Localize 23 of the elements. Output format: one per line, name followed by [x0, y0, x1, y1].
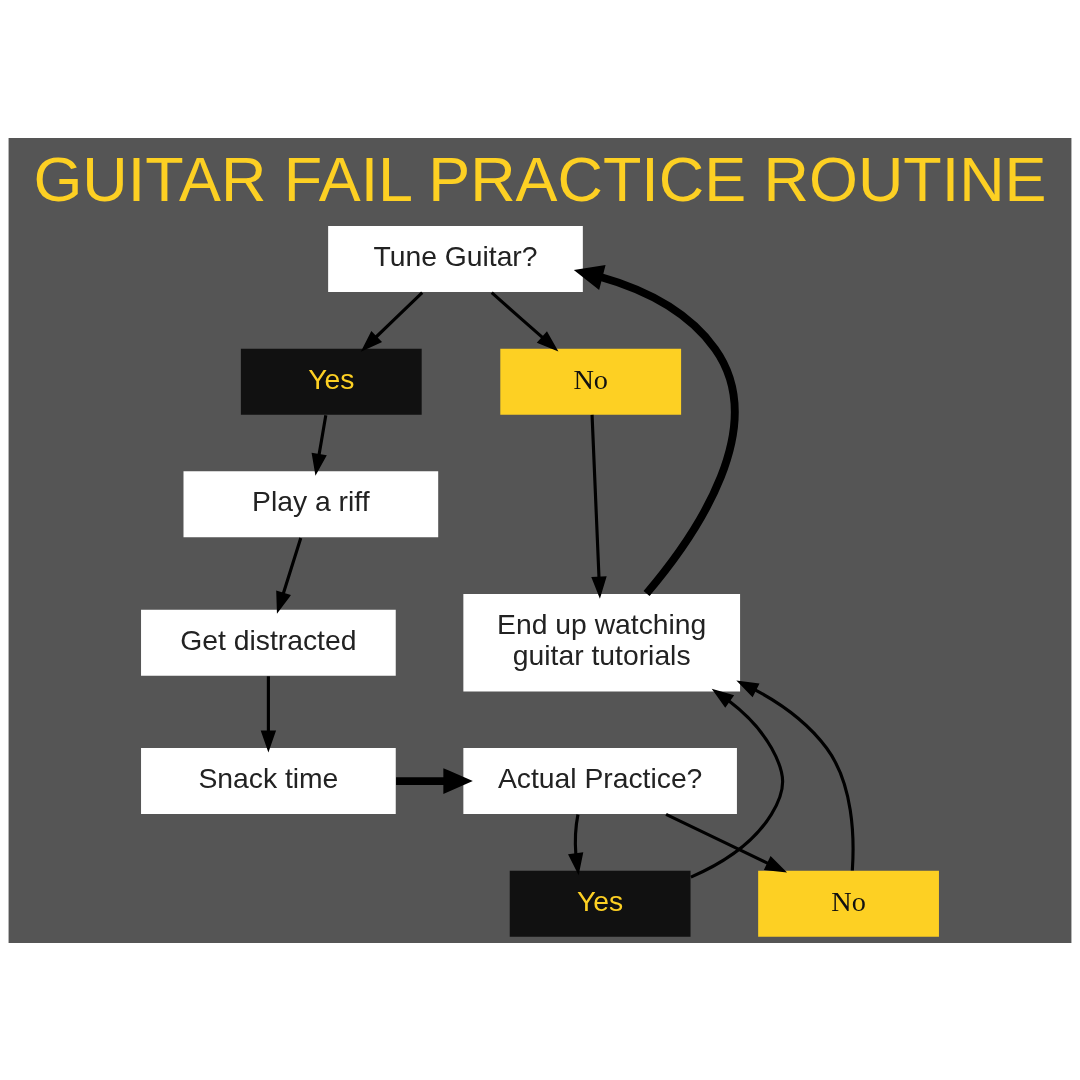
node-box: No [500, 348, 682, 415]
node-box: Yes [509, 870, 691, 937]
arrow [311, 414, 328, 476]
arrow [573, 264, 739, 596]
node-box: Yes [240, 348, 422, 415]
arrow [490, 291, 559, 352]
node-box: Get distracted [141, 609, 396, 676]
arrow [568, 813, 584, 875]
arrow [396, 767, 473, 794]
node-box: No [758, 870, 939, 937]
arrow [360, 291, 424, 352]
node-box: Play a riff [183, 470, 439, 537]
arrow [276, 536, 303, 614]
arrow [665, 812, 788, 873]
node-box: Actual Practice? [463, 747, 737, 814]
node-box: End up watching guitar tutorials [463, 593, 741, 691]
node-box: Snack time [141, 747, 396, 814]
node-box: Tune Guitar? [328, 225, 583, 292]
arrow [590, 414, 607, 599]
diagram-title: GUITAR FAIL PRACTICE ROUTINE [33, 143, 1047, 214]
arrow [260, 675, 277, 752]
arrow [736, 680, 855, 871]
arrow [690, 688, 785, 878]
